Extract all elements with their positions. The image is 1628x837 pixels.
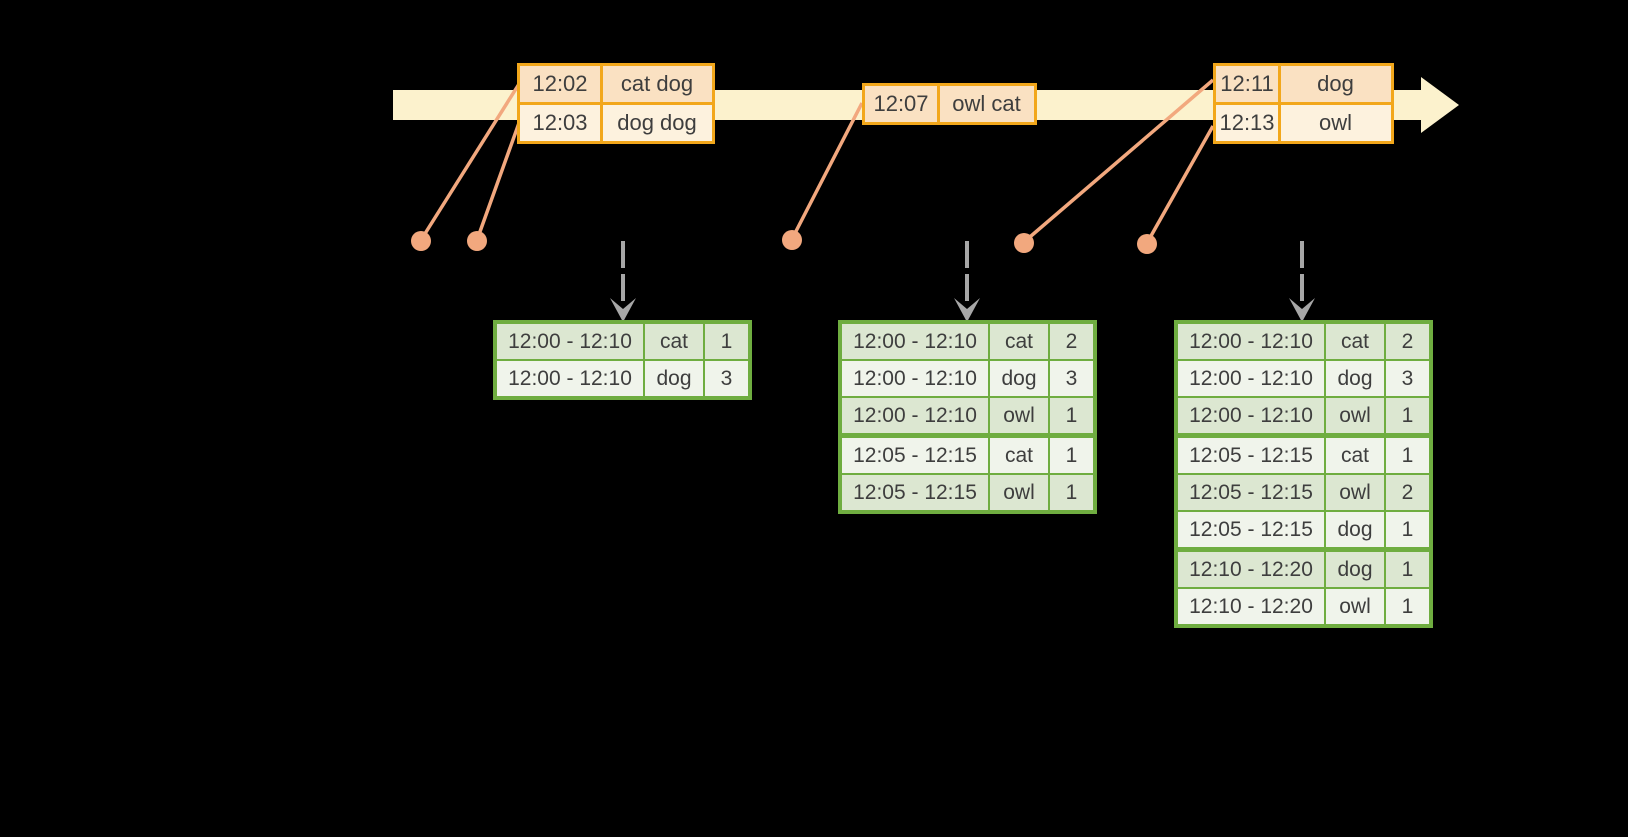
timeline-arrowhead-icon xyxy=(1421,77,1459,133)
result-word: owl xyxy=(990,475,1048,510)
result-word: owl xyxy=(1326,589,1384,624)
leader-line xyxy=(1022,78,1215,244)
result-count: 2 xyxy=(1386,324,1429,359)
result-window: 12:05 - 12:15 xyxy=(842,438,988,473)
result-word: cat xyxy=(990,324,1048,359)
event-words: dog dog xyxy=(602,104,712,141)
event-time: 12:07 xyxy=(865,86,937,122)
trigger-arrowhead-icon xyxy=(610,298,636,322)
result-window: 12:10 - 12:20 xyxy=(1178,589,1324,624)
result-word: dog xyxy=(990,361,1048,396)
result-count: 1 xyxy=(1386,512,1429,547)
result-window: 12:00 - 12:10 xyxy=(1178,361,1324,396)
leader-line xyxy=(1145,125,1215,244)
leader-line xyxy=(475,122,521,241)
result-window: 12:05 - 12:15 xyxy=(1178,512,1324,547)
event-dot-icon xyxy=(1137,234,1157,254)
result-window: 12:00 - 12:10 xyxy=(497,361,643,396)
result-window: 12:05 - 12:15 xyxy=(1178,475,1324,510)
result-word: cat xyxy=(1326,324,1384,359)
result-count: 1 xyxy=(1050,398,1093,433)
result-word: dog xyxy=(1326,552,1384,587)
leader-line xyxy=(790,102,864,240)
event-dot-icon xyxy=(782,230,802,250)
result-count: 2 xyxy=(1050,324,1093,359)
result-window: 12:00 - 12:10 xyxy=(1178,324,1324,359)
result-window: 12:05 - 12:15 xyxy=(842,475,988,510)
result-count: 2 xyxy=(1386,475,1429,510)
result-word: cat xyxy=(990,438,1048,473)
result-word: owl xyxy=(1326,398,1384,433)
result-word: dog xyxy=(645,361,703,396)
result-count: 1 xyxy=(1050,438,1093,473)
trigger-arrowhead-icon xyxy=(1289,298,1315,322)
result-window: 12:05 - 12:15 xyxy=(1178,438,1324,473)
event-words: cat dog xyxy=(602,66,712,102)
result-window: 12:10 - 12:20 xyxy=(1178,552,1324,587)
result-window: 12:00 - 12:10 xyxy=(1178,398,1324,433)
result-count: 3 xyxy=(1050,361,1093,396)
event-dot-icon xyxy=(1014,233,1034,253)
event-time: 12:03 xyxy=(520,104,600,141)
event-time: 12:02 xyxy=(520,66,600,102)
event-words: owl xyxy=(1280,104,1391,141)
result-word: cat xyxy=(645,324,703,359)
result-word: dog xyxy=(1326,512,1384,547)
result-word: owl xyxy=(1326,475,1384,510)
result-count: 3 xyxy=(1386,361,1429,396)
trigger-arrowhead-icon xyxy=(954,298,980,322)
result-count: 1 xyxy=(705,324,748,359)
result-window: 12:00 - 12:10 xyxy=(842,398,988,433)
event-time: 12:11 xyxy=(1216,66,1278,102)
event-dot-icon xyxy=(467,231,487,251)
result-count: 1 xyxy=(1386,438,1429,473)
event-time: 12:13 xyxy=(1216,104,1278,141)
result-count: 3 xyxy=(705,361,748,396)
event-words: dog xyxy=(1280,66,1391,102)
event-words: owl cat xyxy=(939,86,1034,122)
result-word: cat xyxy=(1326,438,1384,473)
result-count: 1 xyxy=(1386,552,1429,587)
result-window: 12:00 - 12:10 xyxy=(842,361,988,396)
result-count: 1 xyxy=(1386,398,1429,433)
event-dot-icon xyxy=(411,231,431,251)
result-count: 1 xyxy=(1050,475,1093,510)
result-word: dog xyxy=(1326,361,1384,396)
result-window: 12:00 - 12:10 xyxy=(497,324,643,359)
result-window: 12:00 - 12:10 xyxy=(842,324,988,359)
leader-line xyxy=(419,83,521,241)
result-count: 1 xyxy=(1386,589,1429,624)
result-word: owl xyxy=(990,398,1048,433)
